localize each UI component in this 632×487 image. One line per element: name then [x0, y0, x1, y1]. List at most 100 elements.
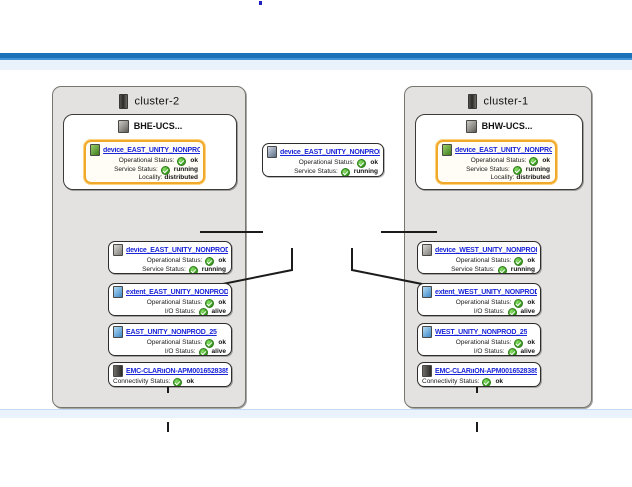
array-icon: [422, 365, 432, 377]
rack-icon: [467, 94, 477, 109]
node-title-link[interactable]: EMC-CLARiiON-APM00165283858: [126, 367, 228, 375]
property-value: ok: [495, 377, 504, 385]
property-value: ok: [218, 256, 226, 264]
property-key: Operational Status:: [146, 256, 203, 264]
property-key: I/O Status:: [164, 347, 196, 355]
volume-icon: [90, 144, 100, 156]
status-ok-icon: [173, 378, 183, 386]
property-value: ok: [527, 256, 535, 264]
array-icon: [113, 365, 123, 377]
node-header: device_EAST_UNITY_NONPROD_25: [109, 242, 231, 256]
toolbar-blank-area: [0, 0, 632, 53]
property-value: running: [201, 265, 226, 273]
header-accent-bar-secondary: [0, 58, 632, 60]
status-ok-icon: [512, 166, 522, 175]
node-title-link[interactable]: EMC-CLARiiON-APM00165283858: [435, 367, 537, 375]
property-row: Locality: distributed: [86, 174, 203, 182]
property-row: Connectivity Status: ok: [418, 377, 540, 386]
node-center-distributed-device[interactable]: device_EAST_UNITY_NONPROD_25 Operational…: [262, 143, 384, 177]
property-key: Operational Status:: [146, 298, 203, 306]
property-row: Operational Status: ok: [418, 298, 540, 308]
node-title-link[interactable]: extent_WEST_UNITY_NONPROD_2: [435, 288, 537, 296]
status-ok-icon: [205, 339, 215, 348]
node-title-link[interactable]: device_EAST_UNITY_NONPROD_2: [455, 146, 552, 154]
property-value: ok: [190, 156, 198, 164]
status-ok-icon: [514, 299, 524, 308]
status-ok-icon: [160, 166, 170, 175]
node-left-device[interactable]: device_EAST_UNITY_NONPROD_25 Operational…: [108, 241, 232, 274]
extent-icon: [113, 286, 123, 298]
property-key: I/O Status:: [473, 307, 505, 315]
property-value: ok: [527, 338, 535, 346]
property-value: alive: [211, 307, 226, 315]
property-row: Service Status: running: [86, 165, 203, 175]
property-value: ok: [542, 156, 550, 164]
property-row: Service Status: running: [418, 265, 540, 273]
node-title-link[interactable]: WEST_UNITY_NONPROD_25: [435, 328, 528, 336]
property-key: Service Status:: [451, 265, 495, 273]
node-header: device_EAST_UNITY_NONPROD_2: [86, 142, 203, 156]
status-ok-icon: [514, 339, 524, 348]
header-pale-band: [0, 60, 632, 70]
storage-volume-icon: [422, 326, 432, 338]
node-right-storage-volume[interactable]: WEST_UNITY_NONPROD_25 Operational Status…: [417, 323, 541, 356]
property-row: Operational Status: ok: [109, 298, 231, 308]
node-left-storage-volume[interactable]: EAST_UNITY_NONPROD_25 Operational Status…: [108, 323, 232, 356]
node-title-link[interactable]: extent_EAST_UNITY_NONPROD_25: [126, 288, 228, 296]
property-value: alive: [211, 347, 226, 355]
node-right-device[interactable]: device_WEST_UNITY_NONPROD_2 Operational …: [417, 241, 541, 274]
property-key: Operational Status:: [470, 156, 527, 164]
property-key: Locality:: [138, 174, 163, 181]
property-row: Operational Status: ok: [86, 156, 203, 166]
node-right-extent[interactable]: extent_WEST_UNITY_NONPROD_2 Operational …: [417, 283, 541, 316]
topology-canvas[interactable]: cluster-2 BHE-UCS... cluster-1 BHW-UCS..…: [0, 70, 632, 432]
node-left-virtual-volume[interactable]: device_EAST_UNITY_NONPROD_2 Operational …: [84, 140, 205, 184]
property-row: Operational Status: ok: [263, 158, 383, 168]
property-key: Operational Status:: [455, 256, 512, 264]
node-header: EAST_UNITY_NONPROD_25: [109, 324, 231, 338]
node-header: EMC-CLARiiON-APM00165283858: [109, 363, 231, 377]
node-title-link[interactable]: EAST_UNITY_NONPROD_25: [126, 328, 217, 336]
status-ok-icon: [514, 257, 524, 266]
status-ok-icon: [188, 266, 198, 273]
mouse-cursor-marker: [259, 1, 262, 5]
property-row: Operational Status: ok: [418, 256, 540, 266]
node-left-array[interactable]: EMC-CLARiiON-APM00165283858 Connectivity…: [108, 362, 232, 387]
property-row: Service Status: running: [109, 265, 231, 273]
property-value: ok: [370, 158, 378, 166]
node-title-link[interactable]: device_EAST_UNITY_NONPROD_25: [280, 148, 380, 156]
property-key: Connectivity Status:: [422, 377, 480, 385]
node-title-link[interactable]: device_EAST_UNITY_NONPROD_25: [126, 246, 228, 254]
property-row: I/O Status: alive: [418, 347, 540, 355]
node-right-array[interactable]: EMC-CLARiiON-APM00165283858 Connectivity…: [417, 362, 541, 387]
node-right-virtual-volume[interactable]: device_EAST_UNITY_NONPROD_2 Operational …: [436, 140, 557, 184]
storage-volume-icon: [113, 326, 123, 338]
cluster-left-title: cluster-2: [53, 94, 245, 109]
status-ok-icon: [529, 157, 539, 166]
server-icon: [465, 120, 477, 133]
node-title-link[interactable]: device_EAST_UNITY_NONPROD_2: [103, 146, 200, 154]
node-left-extent[interactable]: extent_EAST_UNITY_NONPROD_25 Operational…: [108, 283, 232, 316]
node-header: device_EAST_UNITY_NONPROD_2: [438, 142, 555, 156]
property-key: Connectivity Status:: [113, 377, 171, 385]
extent-icon: [422, 286, 432, 298]
property-row: Operational Status: ok: [109, 256, 231, 266]
property-row: I/O Status: alive: [109, 347, 231, 355]
node-header: device_EAST_UNITY_NONPROD_25: [263, 144, 383, 158]
device-icon: [422, 244, 432, 256]
property-key: Operational Status:: [118, 156, 175, 164]
volume-icon: [442, 144, 452, 156]
status-ok-icon: [198, 308, 208, 315]
ucs-right-title: BHW-UCS...: [416, 120, 582, 133]
property-value: alive: [520, 347, 535, 355]
footer-pale-band: [0, 409, 632, 418]
property-value: ok: [218, 338, 226, 346]
property-key: Operational Status:: [455, 298, 512, 306]
property-key: Service Status:: [294, 167, 338, 175]
node-header: device_WEST_UNITY_NONPROD_2: [418, 242, 540, 256]
property-key: Locality:: [490, 174, 515, 181]
server-icon: [117, 120, 129, 133]
property-row: I/O Status: alive: [109, 307, 231, 315]
property-row: Service Status: running: [263, 167, 383, 176]
node-title-link[interactable]: device_WEST_UNITY_NONPROD_2: [435, 246, 537, 254]
